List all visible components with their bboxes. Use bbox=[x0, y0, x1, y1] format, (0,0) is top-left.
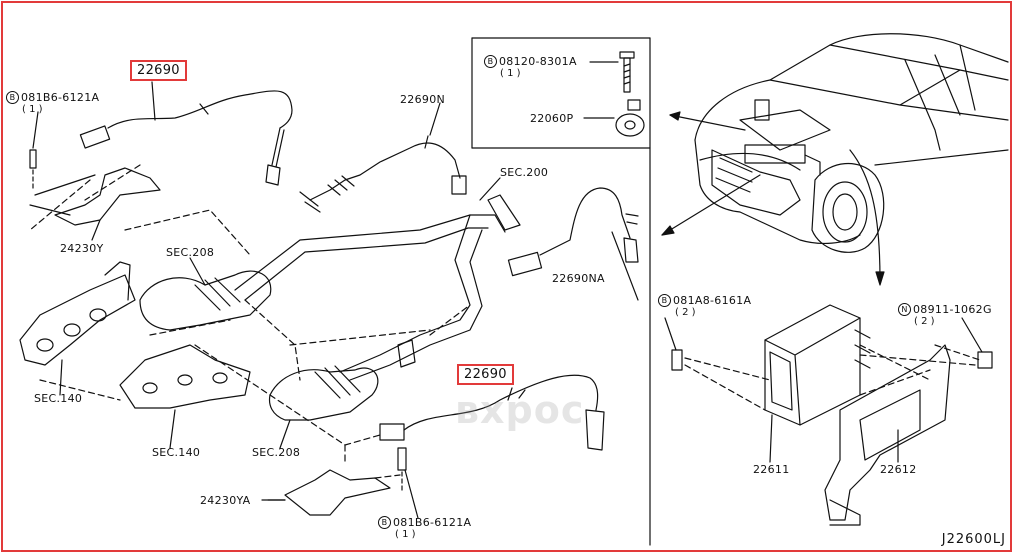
fastener-code: 081B6-6121A bbox=[393, 516, 472, 529]
bolt-badge-icon: B bbox=[6, 91, 19, 104]
knock-sensor-illustration bbox=[583, 51, 645, 137]
sensor-n-illustration bbox=[299, 135, 467, 213]
fastener-code: 081B6-6121A bbox=[21, 91, 100, 104]
callout-arrows bbox=[661, 111, 885, 286]
ecu-bracket-illustration bbox=[824, 344, 951, 526]
bracket-y-illustration bbox=[29, 149, 161, 226]
section-label-sec140-upper: SEC.140 bbox=[34, 392, 83, 405]
section-label-sec208-lower: SEC.208 bbox=[252, 446, 301, 459]
part-label-22611[interactable]: 22611 bbox=[753, 463, 790, 476]
vehicle-illustration bbox=[694, 33, 1009, 253]
bolt-badge-icon: B bbox=[484, 55, 497, 68]
leader-lines bbox=[32, 102, 983, 519]
part-label-22060p[interactable]: 22060P bbox=[530, 112, 574, 125]
part-label-22690n[interactable]: 22690N bbox=[400, 93, 446, 106]
part-label-22690-upper[interactable]: 22690 bbox=[130, 60, 187, 81]
diagram-code: J22600LJ bbox=[941, 532, 1006, 547]
sensor-upper-illustration bbox=[79, 81, 293, 186]
part-label-22612[interactable]: 22612 bbox=[880, 463, 917, 476]
bolt-badge-icon: B bbox=[658, 294, 671, 307]
bolt-badge-icon: B bbox=[378, 516, 391, 529]
lower-catalyst-illustration bbox=[119, 344, 379, 421]
part-label-24230y[interactable]: 24230Y bbox=[60, 242, 104, 255]
fastener-qty-bolt-c: ( 1 ) bbox=[500, 68, 521, 79]
fastener-qty-bolt-a: ( 1 ) bbox=[22, 104, 43, 115]
part-label-24230ya[interactable]: 24230YA bbox=[200, 494, 251, 507]
dashed-connection-lines bbox=[29, 164, 981, 479]
part-label-22690-lower[interactable]: 22690 bbox=[457, 364, 514, 385]
fastener-code: 081A8-6161A bbox=[673, 294, 752, 307]
section-label-sec200: SEC.200 bbox=[500, 166, 549, 179]
part-label-22690na[interactable]: 22690NA bbox=[552, 272, 605, 285]
upper-catalyst-illustration bbox=[19, 261, 272, 366]
inset-panel-border bbox=[471, 37, 651, 546]
fastener-code: 08120-8301A bbox=[499, 55, 577, 68]
fastener-qty-bolt-b: ( 1 ) bbox=[395, 529, 416, 540]
sensor-na-illustration bbox=[507, 187, 639, 301]
exhaust-pipe-illustration bbox=[234, 194, 521, 381]
nut-badge-icon: N bbox=[898, 303, 911, 316]
watermark-text: вхрос bbox=[455, 388, 585, 432]
bolt-illustrations bbox=[671, 349, 993, 371]
fastener-qty-bolt-d: ( 2 ) bbox=[675, 307, 696, 318]
sensor-lower-illustration bbox=[379, 374, 605, 451]
ecu-illustration bbox=[764, 304, 871, 426]
fastener-qty-nut-n: ( 2 ) bbox=[914, 316, 935, 327]
section-label-sec140-lower: SEC.140 bbox=[152, 446, 201, 459]
section-label-sec208-upper: SEC.208 bbox=[166, 246, 215, 259]
fastener-code: 08911-1062G bbox=[913, 303, 992, 316]
